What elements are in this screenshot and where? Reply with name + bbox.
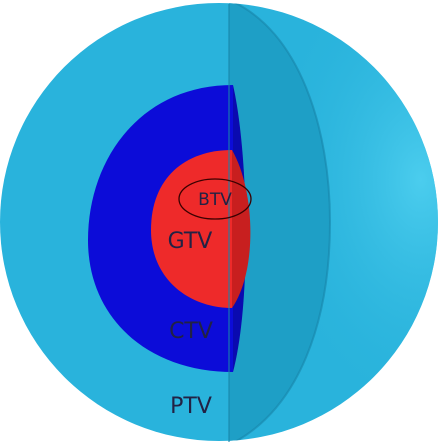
btv-label: BTV <box>198 190 232 210</box>
ptv-front-band-edge <box>228 3 332 441</box>
gtv-label: GTV <box>168 229 213 254</box>
ptv-label: PTV <box>170 394 212 419</box>
gtv-cut-face <box>232 150 251 308</box>
ptv-front-band <box>229 3 330 441</box>
ctv-label: CTV <box>169 319 213 344</box>
btv-outline <box>178 178 252 220</box>
gtv-region <box>151 150 232 308</box>
